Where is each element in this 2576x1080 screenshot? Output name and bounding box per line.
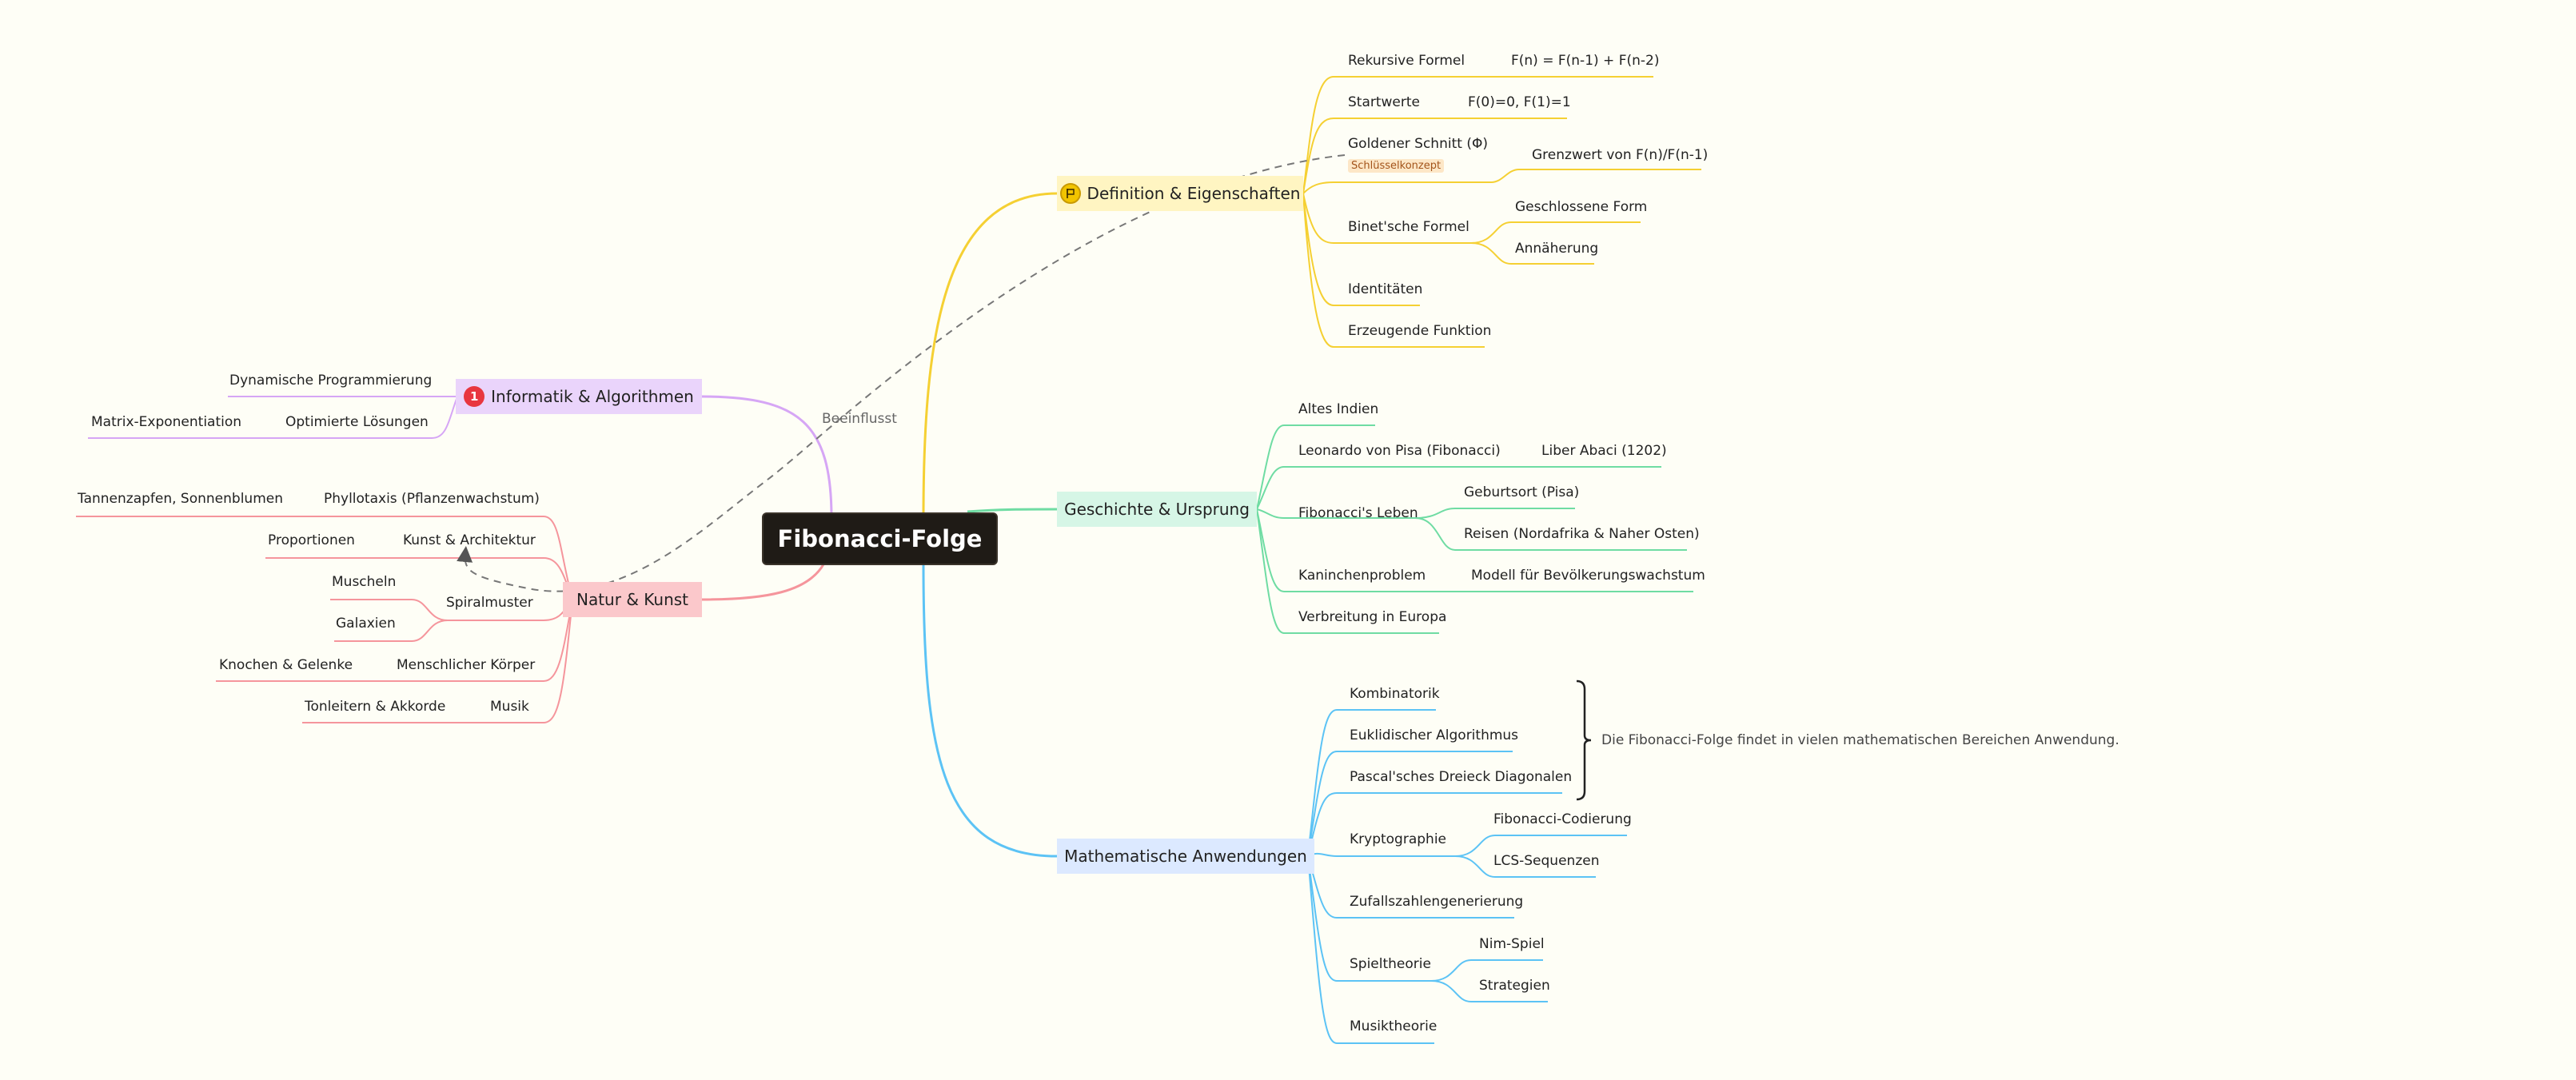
lcs-sequenzen[interactable]: LCS-Sequenzen: [1493, 853, 1600, 869]
matrix-exponentiation[interactable]: Matrix-Exponentiation: [91, 414, 242, 430]
mathe-lines: [1307, 709, 1627, 1044]
spiralmuster[interactable]: Spiralmuster: [446, 595, 533, 611]
branch-line-geschichte: [967, 508, 1058, 513]
branch-natur[interactable]: Natur & Kunst: [563, 582, 702, 617]
binet-child-1[interactable]: Geschlossene Form: [1515, 199, 1648, 215]
binet-child-2[interactable]: Annäherung: [1515, 241, 1599, 257]
startwerte[interactable]: Startwerte: [1348, 94, 1421, 110]
branch-natur-label: Natur & Kunst: [576, 590, 688, 609]
musik[interactable]: Musik: [490, 699, 529, 715]
identitaeten[interactable]: Identitäten: [1348, 281, 1423, 297]
informatik-lines: [88, 396, 458, 439]
liber-abaci[interactable]: Liber Abaci (1202): [1541, 443, 1667, 459]
nim-spiel[interactable]: Nim-Spiel: [1479, 936, 1545, 952]
branch-line-informatik: [701, 395, 833, 519]
definition-lines: [1302, 76, 1701, 348]
kryptographie[interactable]: Kryptographie: [1350, 831, 1447, 847]
dynamische-programmierung[interactable]: Dynamische Programmierung: [229, 373, 433, 389]
fibonaccis-leben[interactable]: Fibonacci's Leben: [1298, 505, 1418, 521]
muscheln[interactable]: Muscheln: [332, 574, 397, 590]
bevoelkerungsmodell[interactable]: Modell für Bevölkerungswachstum: [1471, 568, 1705, 584]
geschichte-lines: [1256, 424, 1693, 634]
euklidischer-algorithmus[interactable]: Euklidischer Algorithmus: [1350, 727, 1519, 743]
schluesselkonzept-tag: Schlüsselkonzept: [1348, 159, 1445, 173]
branch-informatik-label: Informatik & Algorithmen: [491, 387, 694, 406]
altes-indien[interactable]: Altes Indien: [1298, 401, 1379, 417]
leonardo-von-pisa[interactable]: Leonardo von Pisa (Fibonacci): [1298, 443, 1501, 459]
branch-geschichte-label: Geschichte & Ursprung: [1064, 500, 1250, 519]
branch-definition-label: Definition & Eigenschaften: [1087, 184, 1301, 203]
galaxien[interactable]: Galaxien: [336, 616, 396, 632]
branch-line-natur: [701, 564, 825, 601]
flag-icon: [1059, 183, 1081, 204]
goldener-schnitt[interactable]: Goldener Schnitt (Φ): [1348, 136, 1488, 152]
startwerte-child[interactable]: F(0)=0, F(1)=1: [1468, 94, 1571, 110]
proportionen[interactable]: Proportionen: [268, 532, 355, 548]
pascal-dreieck[interactable]: Pascal'sches Dreieck Diagonalen: [1350, 769, 1573, 785]
relationship-line: [457, 154, 1346, 592]
zufallszahlen[interactable]: Zufallszahlengenerierung: [1350, 894, 1524, 910]
phyllotaxis[interactable]: Phyllotaxis (Pflanzenwachstum): [324, 491, 540, 507]
branch-informatik[interactable]: 1 Informatik & Algorithmen: [456, 379, 702, 414]
branch-mathe-label: Mathematische Anwendungen: [1064, 847, 1307, 866]
rekursive-formel[interactable]: Rekursive Formel: [1348, 53, 1465, 69]
branch-definition[interactable]: Definition & Eigenschaften: [1057, 176, 1303, 211]
priority-badge-icon: 1: [464, 386, 485, 407]
fibonacci-codierung[interactable]: Fibonacci-Codierung: [1493, 811, 1632, 827]
optimierte-loesungen[interactable]: Optimierte Lösungen: [285, 414, 429, 430]
kunst-architektur[interactable]: Kunst & Architektur: [403, 532, 536, 548]
root-node[interactable]: Fibonacci-Folge: [762, 512, 998, 565]
erzeugende-funktion[interactable]: Erzeugende Funktion: [1348, 323, 1492, 339]
branch-mathe[interactable]: Mathematische Anwendungen: [1057, 839, 1314, 874]
binet-formel[interactable]: Binet'sche Formel: [1348, 219, 1469, 235]
summary-brace: [1576, 679, 1592, 801]
strategien[interactable]: Strategien: [1479, 978, 1550, 994]
root-label: Fibonacci-Folge: [777, 525, 983, 552]
knochen-gelenke[interactable]: Knochen & Gelenke: [219, 657, 353, 673]
rekursive-formel-child[interactable]: F(n) = F(n-1) + F(n-2): [1511, 53, 1660, 69]
spieltheorie[interactable]: Spieltheorie: [1350, 956, 1431, 972]
geburtsort[interactable]: Geburtsort (Pisa): [1464, 484, 1580, 500]
reisen[interactable]: Reisen (Nordafrika & Naher Osten): [1464, 526, 1700, 542]
tannenzapfen[interactable]: Tannenzapfen, Sonnenblumen: [78, 491, 283, 507]
goldener-schnitt-child[interactable]: Grenzwert von F(n)/F(n-1): [1532, 147, 1709, 163]
summary-text[interactable]: Die Fibonacci-Folge findet in vielen mat…: [1601, 732, 2119, 748]
branch-geschichte[interactable]: Geschichte & Ursprung: [1057, 492, 1257, 527]
musiktheorie[interactable]: Musiktheorie: [1350, 1018, 1438, 1034]
branch-line-mathe: [922, 564, 1058, 858]
relationship-label[interactable]: Beeinflusst: [822, 411, 897, 427]
menschlicher-koerper[interactable]: Menschlicher Körper: [397, 657, 536, 673]
branch-line-definition: [922, 192, 1058, 519]
verbreitung-europa[interactable]: Verbreitung in Europa: [1298, 609, 1447, 625]
tonleitern-akkorde[interactable]: Tonleitern & Akkorde: [305, 699, 446, 715]
kombinatorik[interactable]: Kombinatorik: [1350, 686, 1440, 702]
kaninchenproblem[interactable]: Kaninchenproblem: [1298, 568, 1426, 584]
